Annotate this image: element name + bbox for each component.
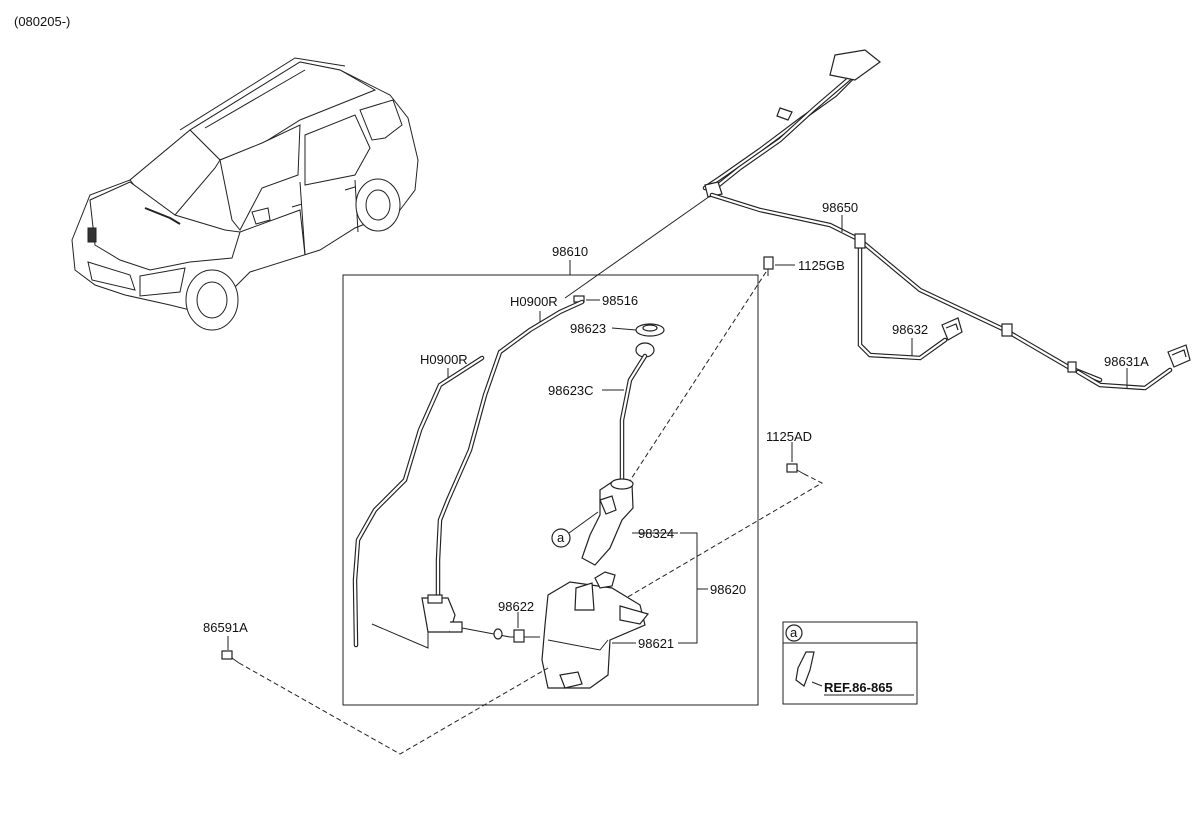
- neck-98324-icon: [581, 478, 634, 566]
- callout-hose-main: 98650: [822, 200, 858, 215]
- callout-hose-h0900r-lower: H0900R: [420, 352, 468, 367]
- washer-hoses: [352, 299, 585, 648]
- callout-filler-neck: 98623C: [548, 383, 594, 398]
- detail-marker-a: a: [790, 625, 798, 640]
- callout-reservoir-assy: 98610: [552, 244, 588, 259]
- washer-pump-icon: [421, 594, 463, 633]
- marker-a: a: [551, 511, 599, 548]
- vehicle-illustration: [71, 57, 419, 331]
- detail-box-a: a REF.86-865: [782, 621, 918, 705]
- reservoir-tank-icon: [541, 571, 650, 689]
- filler-neck-98623c-icon: [619, 342, 655, 483]
- callout-grommet-98622: 98622: [498, 599, 534, 614]
- date-code: (080205-): [14, 14, 70, 29]
- callout-bolt-86591a: 86591A: [203, 620, 248, 635]
- callout-neck-98324: 98324: [638, 526, 674, 541]
- callout-assy-98620: 98620: [710, 582, 746, 597]
- callout-nozzle-98632: 98632: [892, 322, 928, 337]
- callout-hose-h0900r-upper: H0900R: [510, 294, 558, 309]
- bolt-86591a-icon: [221, 650, 240, 664]
- nozzle-98631a-icon: [1167, 344, 1191, 368]
- marker-a-label: a: [557, 530, 565, 545]
- bracket-icon: [795, 651, 815, 687]
- hose-98650: [709, 192, 1173, 391]
- callout-cap: 98623: [570, 321, 606, 336]
- callout-bolt-1125gb: 1125GB: [798, 258, 845, 273]
- callout-connector-98516: 98516: [602, 293, 638, 308]
- cap-98623-icon: [635, 323, 665, 337]
- bolt-1125gb-icon: [763, 256, 774, 276]
- bolt-1125ad-icon: [786, 463, 805, 475]
- callout-bolt-1125ad: 1125AD: [766, 429, 812, 444]
- grommet-98622-icon: [493, 628, 525, 643]
- reservoir-assembly-frame: [342, 274, 759, 706]
- nozzle-98632-icon: [941, 317, 963, 341]
- detail-reference: REF.86-865: [824, 680, 893, 695]
- callout-tank-98621: 98621: [638, 636, 674, 651]
- nozzle-hose-upper: [702, 49, 881, 198]
- bracket-98620: [678, 532, 698, 644]
- callout-nozzle-98631a: 98631A: [1104, 354, 1149, 369]
